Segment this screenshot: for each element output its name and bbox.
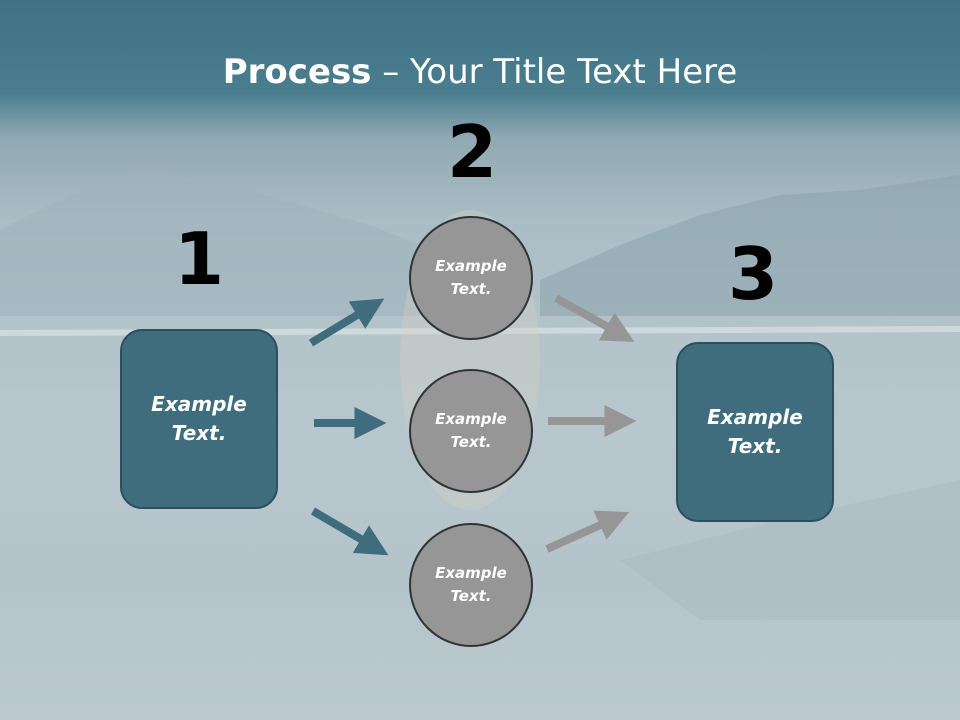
arrow-to-top-circle [308,298,385,347]
step-2-circle-middle[interactable]: Example Text. [409,369,533,493]
title-rest: – Your Title Text Here [371,52,738,92]
arrow-to-bottom-circle [310,507,389,556]
circle-middle-label-line1: Example [435,410,507,428]
circle-middle-label-line2: Text. [450,433,492,451]
circle-top-label-line1: Example [435,257,507,275]
circle-top-label: Example Text. [435,255,507,301]
step-2-circle-top[interactable]: Example Text. [409,216,533,340]
circle-bottom-label-line2: Text. [450,587,492,605]
step-number-1: 1 [173,217,225,301]
step-1-label: Example Text. [151,390,247,448]
step-3-label: Example Text. [707,403,803,461]
circle-top-label-line2: Text. [450,280,492,298]
step-3-label-line1: Example [707,405,803,429]
step-number-3: 3 [727,232,779,316]
step-3-label-line2: Text. [727,434,783,458]
step-1-label-line2: Text. [171,421,227,445]
circle-bottom-label: Example Text. [435,562,507,608]
circle-bottom-label-line1: Example [435,564,507,582]
step-3-box[interactable]: Example Text. [676,342,834,522]
circle-middle-label: Example Text. [435,408,507,454]
arrow-from-bottom-circle [545,510,630,553]
slide-title: Process – Your Title Text Here [0,52,960,92]
step-2-circle-bottom[interactable]: Example Text. [409,523,533,647]
arrow-from-top-circle [554,294,635,343]
title-bold: Process [222,52,372,92]
step-1-box[interactable]: Example Text. [120,329,278,509]
step-number-2: 2 [446,110,498,194]
step-1-label-line1: Example [151,392,247,416]
